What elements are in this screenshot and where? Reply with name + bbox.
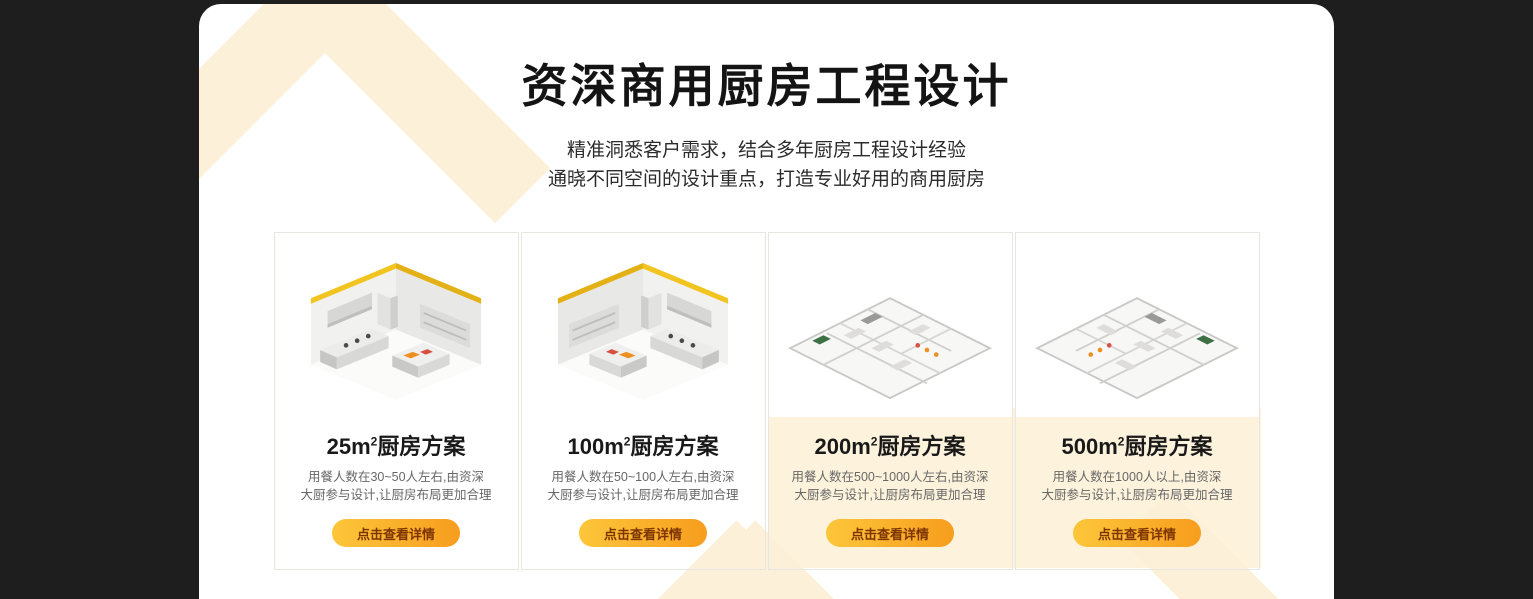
subtitle-line-1: 精准洞悉客户需求，结合多年厨房工程设计经验 — [566, 140, 966, 161]
card-title-200: 200m2厨房方案 — [814, 434, 966, 459]
card-title-500: 500m2厨房方案 — [1061, 434, 1213, 459]
content-panel: 资深商用厨房工程设计 精准洞悉客户需求，结合多年厨房工程设计经验 通晓不同空间的… — [199, 4, 1334, 599]
kitchen-render-500-illustration — [1015, 233, 1259, 417]
kitchen-render-200-illustration — [768, 233, 1012, 417]
plan-card-500: 500m2厨房方案 用餐人数在1000人以上,由资深大厨参与设计,让厨房布局更加… — [1014, 232, 1260, 570]
isometric-kitchen-icon — [309, 262, 483, 402]
plan-card-25: 25m2厨房方案 用餐人数在30~50人左右,由资深大厨参与设计,让厨房布局更加… — [273, 232, 519, 570]
isometric-kitchen-icon — [556, 262, 730, 402]
card-title-100: 100m2厨房方案 — [567, 434, 719, 459]
kitchen-floorplan-icon — [789, 297, 991, 400]
card-title-25: 25m2厨房方案 — [326, 434, 466, 459]
kitchen-render-100-illustration — [521, 233, 765, 417]
view-details-button-100[interactable]: 点击查看详情 — [579, 519, 707, 547]
plan-cards-row: 25m2厨房方案 用餐人数在30~50人左右,由资深大厨参与设计,让厨房布局更加… — [199, 232, 1334, 570]
view-details-button-200[interactable]: 点击查看详情 — [826, 519, 954, 547]
subtitle-line-2: 通晓不同空间的设计重点，打造专业好用的商用厨房 — [547, 169, 985, 190]
view-details-button-500[interactable]: 点击查看详情 — [1073, 519, 1201, 547]
card-description-200: 用餐人数在500~1000人左右,由资深大厨参与设计,让厨房布局更加合理 — [791, 470, 989, 502]
card-description-500: 用餐人数在1000人以上,由资深大厨参与设计,让厨房布局更加合理 — [1041, 470, 1233, 502]
view-details-button-25[interactable]: 点击查看详情 — [332, 519, 460, 547]
kitchen-render-25-illustration — [274, 233, 518, 417]
plan-card-200: 200m2厨房方案 用餐人数在500~1000人左右,由资深大厨参与设计,让厨房… — [767, 232, 1013, 570]
page-title: 资深商用厨房工程设计 — [521, 60, 1012, 112]
kitchen-floorplan-icon — [1036, 297, 1238, 400]
plan-card-100: 100m2厨房方案 用餐人数在50~100人左右,由资深大厨参与设计,让厨房布局… — [520, 232, 766, 570]
card-description-25: 用餐人数在30~50人左右,由资深大厨参与设计,让厨房布局更加合理 — [300, 470, 492, 502]
card-description-100: 用餐人数在50~100人左右,由资深大厨参与设计,让厨房布局更加合理 — [547, 470, 739, 502]
